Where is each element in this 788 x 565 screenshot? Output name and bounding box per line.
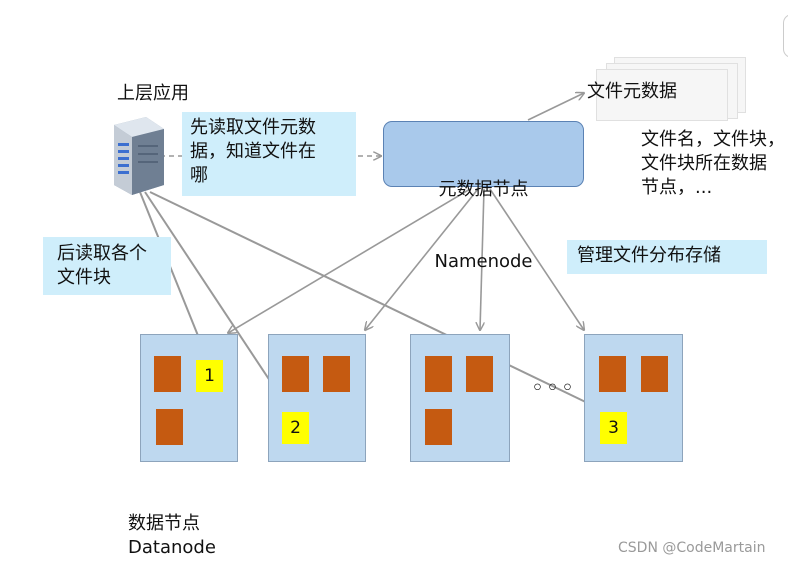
datanode-label-en: Datanode xyxy=(128,537,216,558)
data-block xyxy=(425,409,452,445)
data-block xyxy=(425,356,452,392)
datanode-label-cn: 数据节点 xyxy=(128,513,200,534)
server-icon xyxy=(114,117,164,195)
namenode-box: 元数据节点 Namenode xyxy=(383,121,584,272)
arrow-namenode-to-datanode-3 xyxy=(480,188,485,330)
scroll-edge xyxy=(783,14,788,58)
arrow-namenode-to-datanode-2 xyxy=(365,188,479,330)
datanode-box: 3 xyxy=(584,334,683,462)
arrow-client-to-block-2 xyxy=(144,191,288,408)
data-block xyxy=(154,356,181,392)
data-block xyxy=(282,356,309,392)
data-block xyxy=(466,356,493,392)
arrow-namenode-to-datanode-1 xyxy=(228,188,471,333)
data-block xyxy=(156,409,183,445)
ellipsis: ◦◦◦ xyxy=(531,376,576,401)
callout-manage-storage: 管理文件分布存储 xyxy=(567,240,767,274)
arrow-client-to-block-1 xyxy=(139,191,205,353)
callout-read-blocks: 后读取各个 文件块 xyxy=(43,237,171,295)
metadata-title: 文件元数据 xyxy=(587,81,677,102)
arrow-namenode-to-metadata xyxy=(527,93,584,121)
datanode-box: 2 xyxy=(268,334,366,462)
datanode-box xyxy=(410,334,510,462)
watermark: CSDN @CodeMartain xyxy=(618,540,766,556)
arrow-client-to-block-3 xyxy=(149,191,598,408)
callout-read-metadata: 先读取文件元数 据，知道文件在 哪 xyxy=(182,112,356,196)
data-block xyxy=(323,356,350,392)
namenode-subtitle: Namenode xyxy=(434,251,533,272)
client-label: 上层应用 xyxy=(117,83,189,104)
data-block xyxy=(641,356,668,392)
datanode-box: 1 xyxy=(140,334,238,462)
metadata-description: 文件名，文件块， 文件块所在数据 节点，... xyxy=(641,129,785,198)
highlight-block-1: 1 xyxy=(196,360,223,392)
arrow-namenode-to-datanode-4 xyxy=(489,188,584,330)
data-block xyxy=(599,356,626,392)
namenode-title: 元数据节点 xyxy=(438,179,529,200)
highlight-block-2: 2 xyxy=(282,412,309,444)
highlight-block-3: 3 xyxy=(600,412,627,444)
